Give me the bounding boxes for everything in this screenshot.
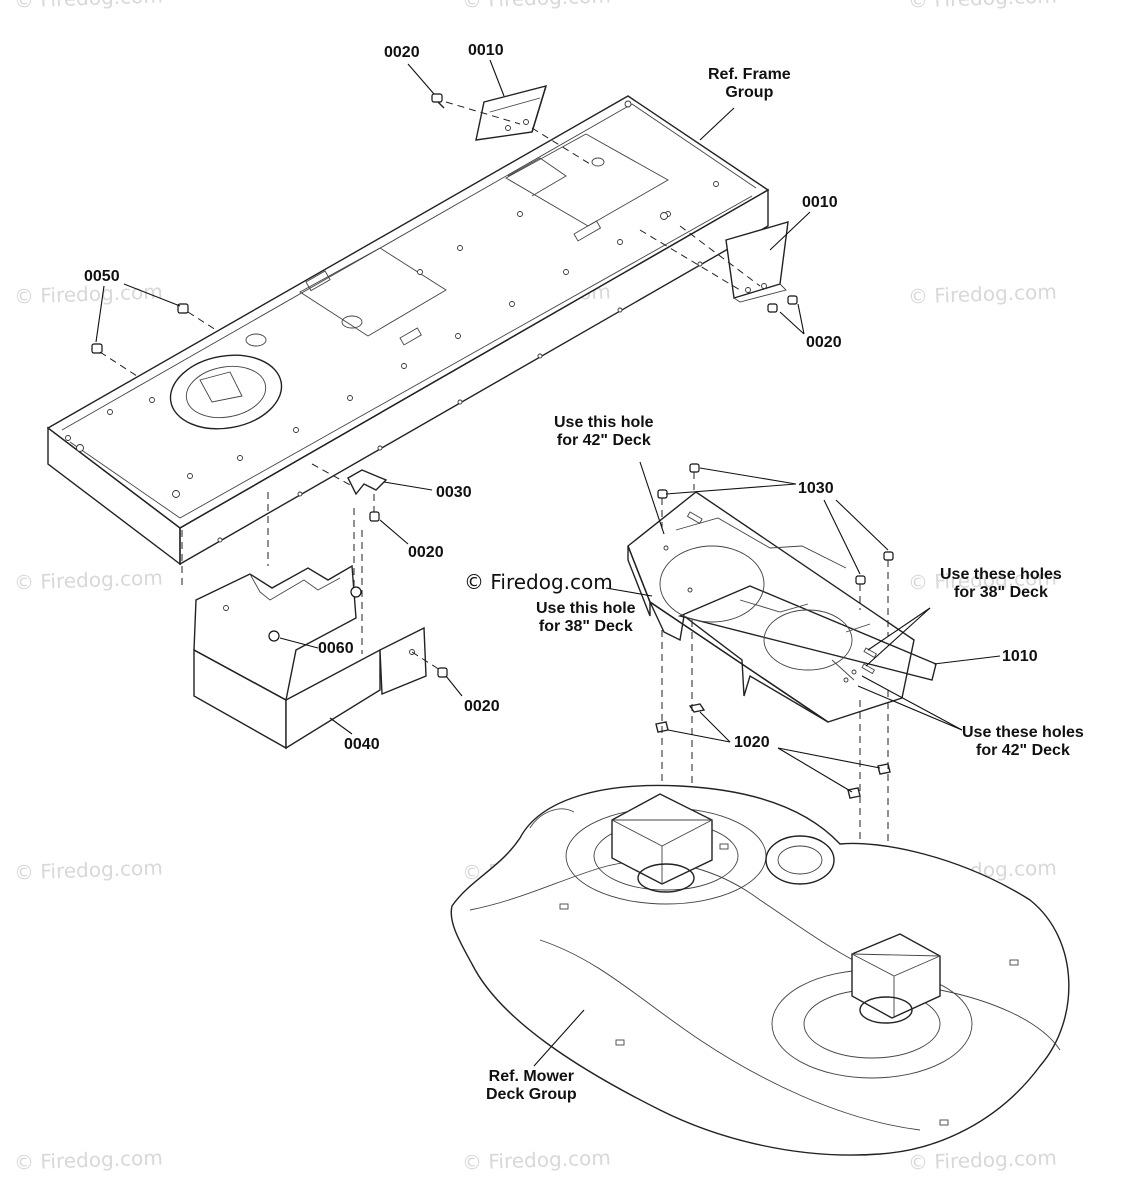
note-hole-42-line1: Use this hole bbox=[554, 414, 654, 431]
note-holes-42-line1: Use these holes bbox=[962, 724, 1084, 741]
callout-0050: 0050 bbox=[84, 268, 120, 285]
ref-frame-line2: Group bbox=[725, 83, 774, 101]
note-holes-42: Use these holes for 42" Deck bbox=[962, 724, 1084, 759]
part-0030-bracket bbox=[311, 463, 388, 512]
mower-deck-group bbox=[450, 784, 1070, 1156]
callout-0010-right: 0010 bbox=[802, 194, 838, 211]
part-0010-bracket-right bbox=[639, 221, 789, 303]
part-0010-bracket-top bbox=[445, 85, 591, 165]
ref-mower-deck-label: Ref. Mower Deck Group bbox=[486, 1068, 577, 1103]
callout-leaders bbox=[95, 59, 1001, 1067]
ref-deck-line2: Deck Group bbox=[486, 1085, 577, 1103]
ref-deck-line1: Ref. Mower bbox=[488, 1068, 575, 1085]
callout-0040: 0040 bbox=[344, 736, 380, 753]
callout-0020-mid: 0020 bbox=[408, 544, 444, 561]
callout-1030: 1030 bbox=[798, 480, 834, 497]
note-holes-38-line1: Use these holes bbox=[940, 566, 1062, 583]
note-hole-42-line2: for 42" Deck bbox=[556, 431, 651, 449]
callout-0010-top: 0010 bbox=[468, 42, 504, 59]
part-1010-bracket bbox=[627, 491, 937, 723]
callout-1020: 1020 bbox=[734, 734, 770, 751]
watermark-center: © Firedog.com bbox=[464, 570, 613, 594]
callout-1010: 1010 bbox=[1002, 648, 1038, 665]
callout-0030: 0030 bbox=[436, 484, 472, 501]
callout-0020-low: 0020 bbox=[464, 698, 500, 715]
bolt-icon bbox=[657, 463, 894, 636]
ref-frame-line1: Ref. Frame bbox=[708, 66, 791, 83]
ref-frame-group-label: Ref. Frame Group bbox=[708, 66, 791, 101]
note-holes-38: Use these holes for 38" Deck bbox=[940, 566, 1062, 601]
part-0040-shield bbox=[181, 492, 441, 750]
note-holes-38-line2: for 38" Deck bbox=[953, 583, 1048, 601]
note-hole-38-line2: for 38" Deck bbox=[538, 617, 633, 635]
part-1020-clips bbox=[655, 703, 891, 799]
bolt-icon bbox=[91, 93, 798, 678]
callout-0020-right: 0020 bbox=[806, 334, 842, 351]
note-hole-42: Use this hole for 42" Deck bbox=[554, 414, 654, 449]
note-hole-38-line1: Use this hole bbox=[536, 600, 636, 617]
callout-0020-top: 0020 bbox=[384, 44, 420, 61]
callout-0060: 0060 bbox=[318, 640, 354, 657]
frame-group bbox=[46, 95, 770, 566]
note-holes-42-line2: for 42" Deck bbox=[975, 741, 1070, 759]
note-hole-38: Use this hole for 38" Deck bbox=[536, 600, 636, 635]
